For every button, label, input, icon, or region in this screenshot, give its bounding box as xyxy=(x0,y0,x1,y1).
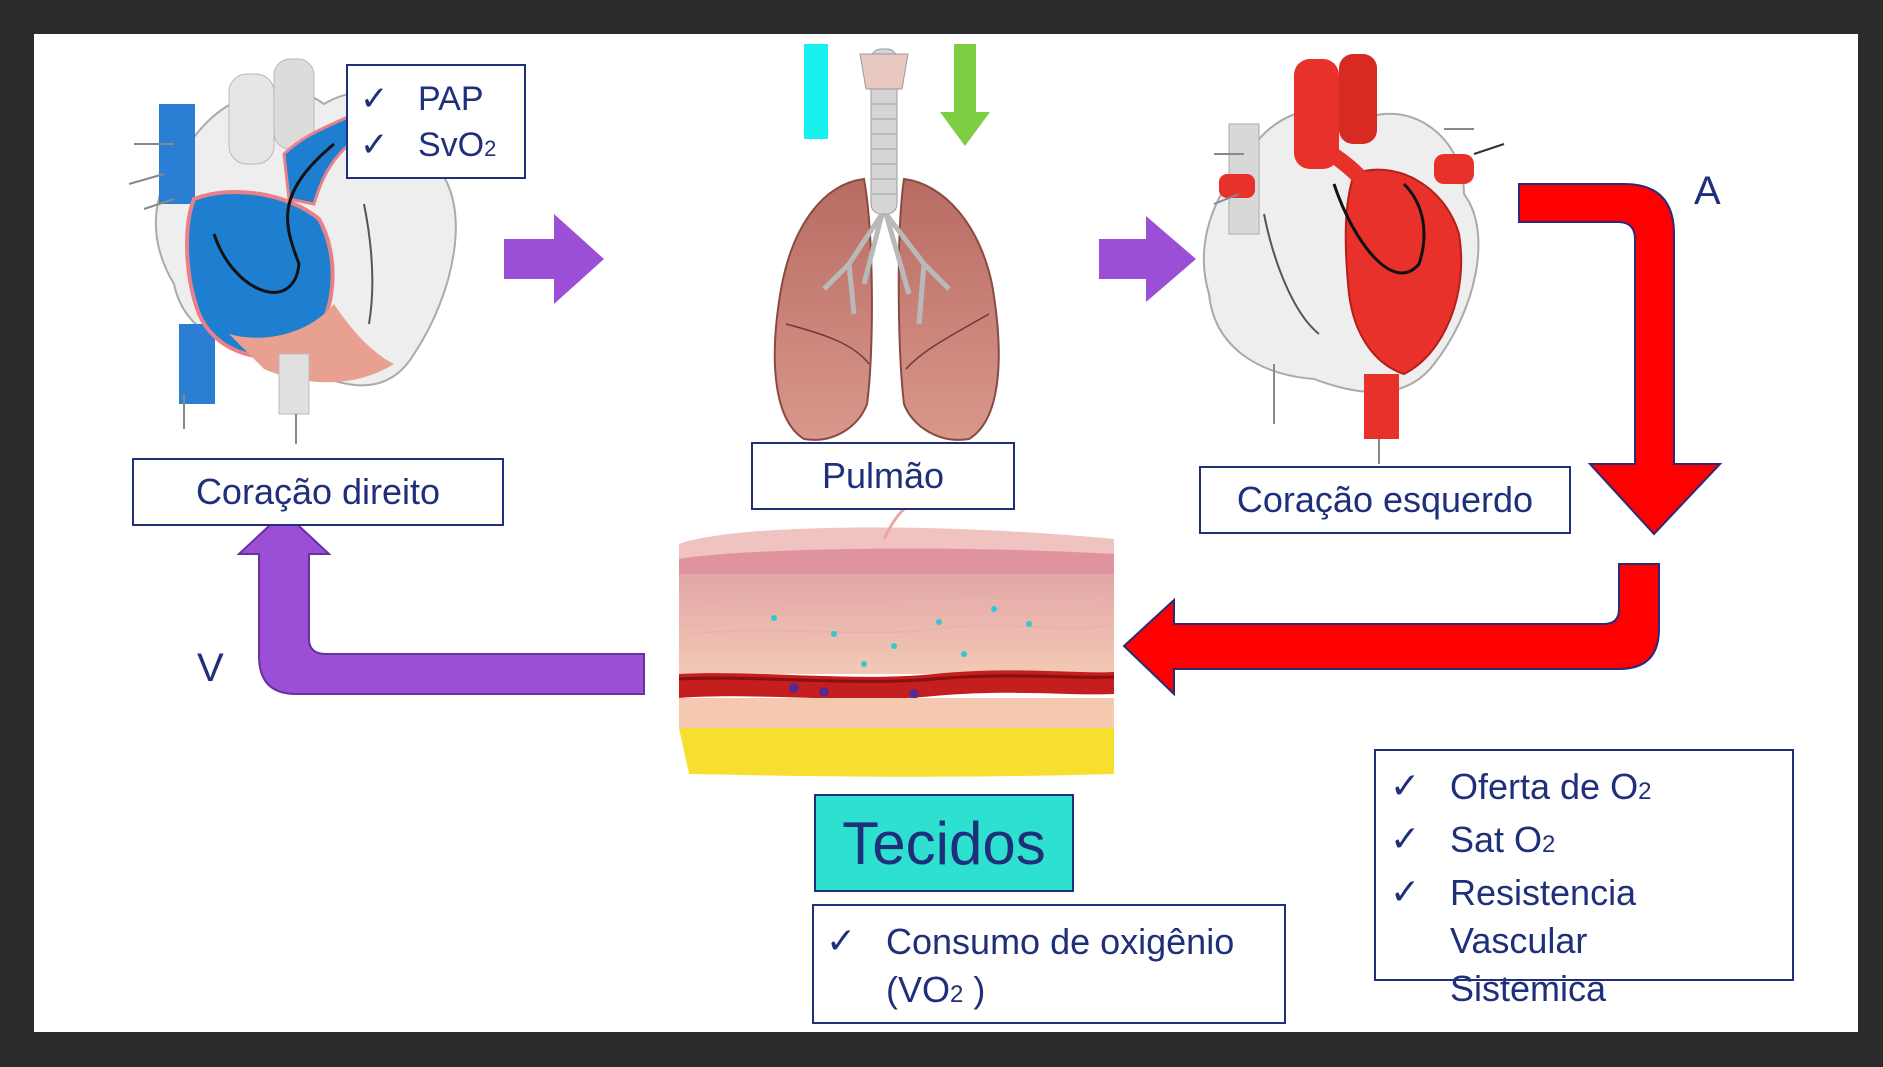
right-heart-measures-box: ✓ PAP ✓ SvO2 xyxy=(346,64,526,179)
flow-arrow-right-heart-to-lungs xyxy=(504,214,604,304)
diagram-graphics xyxy=(128,44,1723,777)
subscript: 2 xyxy=(1542,831,1556,858)
slide-canvas: ✓ PAP ✓ SvO2 Coração direito Pulmão Cora… xyxy=(34,34,1858,1032)
green-inflow-shaft xyxy=(954,44,976,114)
consumption-item: ✓ Consumo de oxigênio (VO2 ) xyxy=(826,918,1272,1019)
subscript: 2 xyxy=(484,136,497,161)
subscript: 2 xyxy=(1638,778,1652,805)
left-heart-label: Coração esquerdo xyxy=(1199,466,1571,534)
arterial-flow-arrow xyxy=(1122,183,1723,697)
check-mark-icon: ✓ xyxy=(1390,766,1421,807)
lungs-label: Pulmão xyxy=(751,442,1015,510)
delivery-item-sat: ✓ Sat O2 xyxy=(1390,816,1778,869)
consumption-text: Consumo de oxigênio (VO2 ) xyxy=(886,921,1235,1010)
delivery-list: ✓ Oferta de O2 ✓ Sat O2 ✓ Resistencia Va… xyxy=(1390,763,1778,1013)
oxygen-consumption-box: ✓ Consumo de oxigênio (VO2 ) xyxy=(812,904,1286,1024)
check-mark-icon: ✓ xyxy=(360,125,389,165)
green-inflow-arrowhead xyxy=(940,112,990,146)
arterial-flow-label: A xyxy=(1694,169,1721,213)
check-mark-icon: ✓ xyxy=(826,921,857,962)
venous-flow-label: V xyxy=(197,646,224,690)
right-heart-label: Coração direito xyxy=(132,458,504,526)
subscript: 2 xyxy=(950,981,964,1008)
check-mark-icon: ✓ xyxy=(1390,872,1421,913)
measure-svo2-item: ✓ SvO2 xyxy=(360,122,512,172)
measure-pap-item: ✓ PAP xyxy=(360,76,512,122)
delivery-item-oferta: ✓ Oferta de O2 xyxy=(1390,763,1778,816)
measure-svo2-label: SvO2 xyxy=(418,126,497,164)
venous-flow-arrow xyxy=(236,510,645,695)
lungs-icon xyxy=(773,44,1000,441)
cyan-inflow-bar xyxy=(804,44,828,139)
tissues-label: Tecidos xyxy=(814,794,1074,892)
left-heart-icon xyxy=(1202,54,1505,464)
right-heart-measures-list: ✓ PAP ✓ SvO2 xyxy=(360,76,512,172)
check-mark-icon: ✓ xyxy=(1390,819,1421,860)
tissue-section-icon xyxy=(678,507,1115,777)
measure-pap-label: PAP xyxy=(418,80,484,118)
delivery-item-resistencia: ✓ Resistencia Vascular Sistemica xyxy=(1390,869,1778,1013)
check-mark-icon: ✓ xyxy=(360,79,389,119)
oxygen-delivery-box: ✓ Oferta de O2 ✓ Sat O2 ✓ Resistencia Va… xyxy=(1374,749,1794,1009)
flow-arrow-lungs-to-left-heart xyxy=(1099,216,1196,302)
